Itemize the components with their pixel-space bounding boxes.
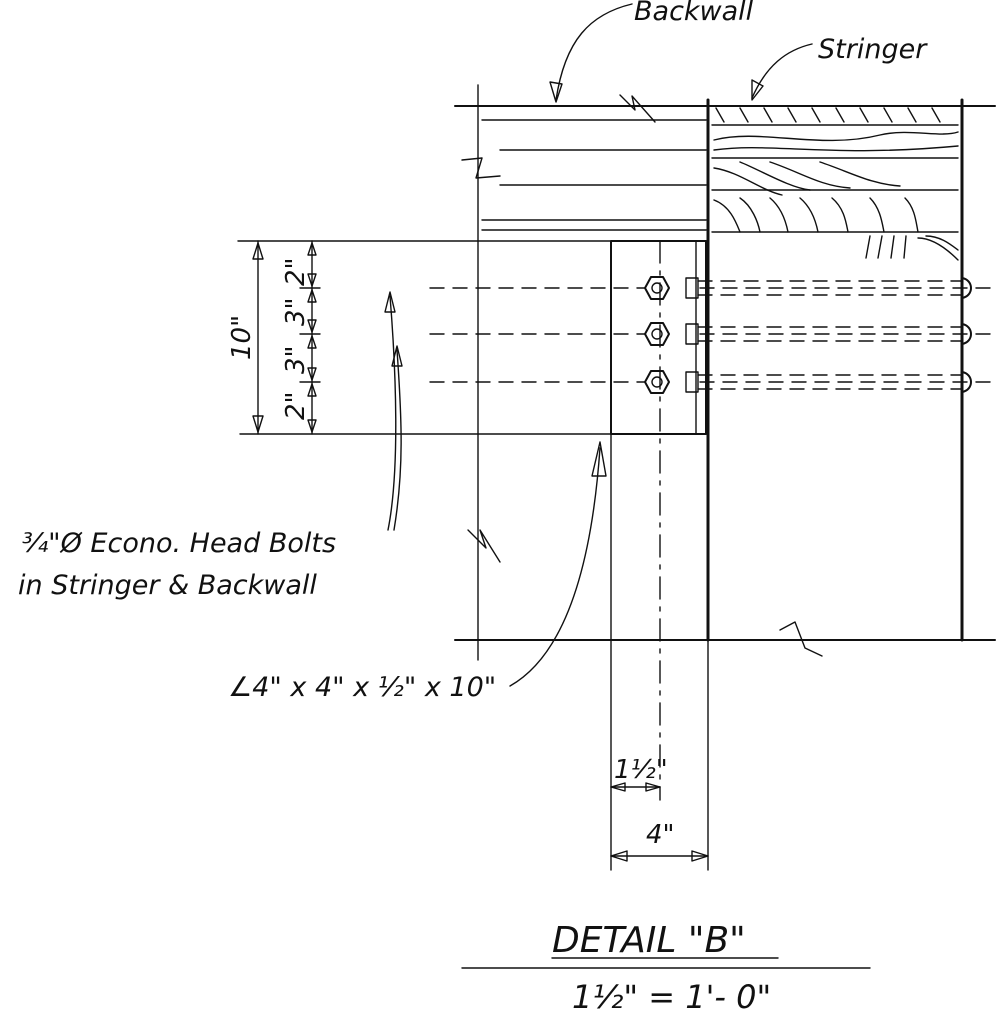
dim-overall: 10" (227, 315, 257, 360)
title-block: DETAIL "B" 1½" = 1'- 0" (461, 920, 871, 1014)
break-line (467, 529, 501, 563)
break-line (779, 621, 823, 657)
backwall-label: Backwall (634, 0, 754, 27)
horizontal-dimensions: 1½" 4" (610, 755, 709, 862)
angle-label: ∠4" x 4" x ½" x 10" (228, 672, 496, 703)
backwall (454, 84, 823, 661)
bolt (429, 370, 996, 394)
stringer (706, 98, 996, 642)
bolts-label-line2: in Stringer & Backwall (18, 570, 317, 601)
dim-d4: 2" (281, 391, 311, 420)
dim-gauge: 1½" (614, 755, 668, 785)
dim-d3: 3" (281, 345, 311, 374)
dim-d2: 3" (281, 297, 311, 326)
dim-d1: 2" (281, 257, 311, 286)
bolt (429, 276, 996, 300)
wood-grain (713, 107, 959, 261)
leaders (384, 3, 813, 687)
stringer-label: Stringer (818, 34, 928, 65)
bolts-label-line1: ¾"Ø Econo. Head Bolts (22, 528, 336, 559)
detail-scale: 1½" = 1'- 0" (572, 978, 771, 1014)
dim-leg: 4" (646, 820, 675, 850)
break-line (619, 94, 656, 123)
bolt (429, 322, 996, 346)
vertical-dimensions: 10" 2" 3" 3" 2" (227, 240, 612, 435)
break-line (461, 157, 501, 179)
detail-title: DETAIL "B" (552, 920, 746, 961)
bolts (429, 276, 996, 394)
steel-angle (610, 240, 709, 871)
